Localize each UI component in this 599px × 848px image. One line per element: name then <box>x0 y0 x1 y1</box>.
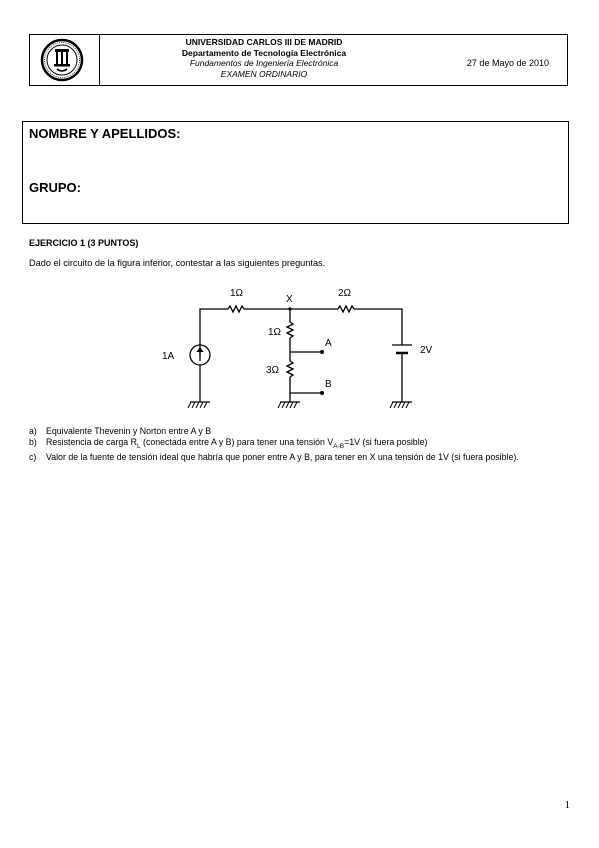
resistor-1-ohm-top <box>227 304 245 314</box>
exam-date: 27 de Mayo de 2010 <box>466 58 549 68</box>
terminal-a-dot <box>320 350 324 354</box>
question-marker: b) <box>29 437 37 447</box>
label-node-a: A <box>325 338 332 349</box>
resistor-3-ohm <box>285 360 295 378</box>
question-text: Equivalente Thevenin y Norton entre A y … <box>46 426 212 436</box>
question-text-pre: Resistencia de carga R <box>46 437 137 447</box>
list-item: b) Resistencia de carga RL (conectada en… <box>29 437 577 452</box>
subscript-l: L <box>136 442 141 450</box>
label-node-b: B <box>325 379 332 390</box>
terminal-b-dot <box>320 391 324 395</box>
university-seal-icon <box>40 38 84 82</box>
list-item: c) Valor de la fuente de tensión ideal q… <box>29 452 577 463</box>
exam-type: EXAMEN ORDINARIO <box>220 68 308 79</box>
exam-header: UNIVERSIDAD CARLOS III DE MADRID Departa… <box>29 34 568 86</box>
question-text-mid: (conectada entre A y B) para tener una t… <box>140 437 334 447</box>
label-r-top-right: 2Ω <box>338 288 352 299</box>
question-marker: a) <box>29 426 37 436</box>
question-list: a) Equivalente Thevenin y Norton entre A… <box>29 426 577 463</box>
university-name: UNIVERSIDAD CARLOS III DE MADRID <box>185 37 343 47</box>
node-x-dot <box>288 307 292 311</box>
exercise-intro: Dado el circuito de la figura inferior, … <box>29 258 326 268</box>
student-info-box: NOMBRE Y APELLIDOS: GRUPO: <box>22 121 569 224</box>
logo-cell <box>30 35 100 85</box>
label-r-top-left: 1Ω <box>230 288 244 299</box>
page-number: 1 <box>564 799 571 811</box>
label-current-source: 1A <box>162 351 175 362</box>
label-r-mid-upper: 1Ω <box>268 327 282 338</box>
exercise-title: EJERCICIO 1 (3 PUNTOS) <box>29 238 139 248</box>
label-r-mid-lower: 3Ω <box>266 365 280 376</box>
department-name: Departamento de Tecnología Electrónica <box>181 47 347 58</box>
circuit-diagram: 1Ω 2Ω X 1Ω 3Ω A B 1A 2V <box>162 288 433 409</box>
subscript-ab: A-B <box>333 442 345 450</box>
question-text-post: =1V (si fuera posible) <box>344 437 428 447</box>
header-text-block: UNIVERSIDAD CARLOS III DE MADRID Departa… <box>99 35 429 79</box>
resistor-2-ohm <box>337 304 355 314</box>
ground-icons <box>187 401 410 409</box>
question-marker: c) <box>29 451 37 462</box>
resistor-1-ohm-vertical <box>285 321 295 339</box>
course-name: Fundamentos de Ingeniería Electrónica <box>189 58 339 69</box>
list-item: a) Equivalente Thevenin y Norton entre A… <box>29 426 577 437</box>
group-label: GRUPO: <box>29 180 81 195</box>
name-label: NOMBRE Y APELLIDOS: <box>29 126 181 141</box>
label-node-x: X <box>286 294 293 305</box>
question-text: Valor de la fuente de tensión ideal que … <box>46 451 519 462</box>
label-voltage-source: 2V <box>420 345 433 356</box>
